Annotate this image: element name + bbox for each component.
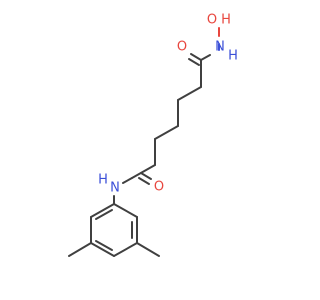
bond-c8-n-hydroxamate xyxy=(200,54,211,61)
bond-c3-c2 xyxy=(131,164,156,179)
ring-bond-4 xyxy=(90,242,115,257)
atom-label-hydroxamate-o: O xyxy=(177,40,187,55)
ring-bond-1 xyxy=(113,203,138,218)
bond-c5-c4 xyxy=(154,125,179,140)
ring-bond-6 xyxy=(90,203,115,218)
ring-bond-3 xyxy=(113,242,138,257)
bond-c8-o-double-a xyxy=(190,53,202,61)
atom-label-amide-o: O xyxy=(154,180,164,195)
atom-label-amide-n: N xyxy=(110,181,120,196)
bond-c1-n-amide xyxy=(122,177,133,184)
atom-label-hydroxyl-o: O xyxy=(207,13,217,28)
bond-c1-o-double-b xyxy=(138,177,150,185)
atom-label-hydroxamate-n: N xyxy=(215,40,225,55)
ring-double-3 xyxy=(95,209,113,220)
bond-c1-o-double-a xyxy=(140,172,152,180)
atom-label-amide-h: H xyxy=(98,173,108,188)
ring-double-2 xyxy=(95,240,113,251)
bond-c8-o-double-b xyxy=(188,58,200,66)
bond-methyl-right xyxy=(136,242,160,257)
molecule-structure: O H N H O O H N xyxy=(68,13,238,257)
bond-c7-c6 xyxy=(177,86,202,101)
atom-label-hydroxamate-h: H xyxy=(228,49,238,64)
atom-label-hydroxyl-h: H xyxy=(221,13,231,28)
bond-methyl-left xyxy=(68,242,92,257)
